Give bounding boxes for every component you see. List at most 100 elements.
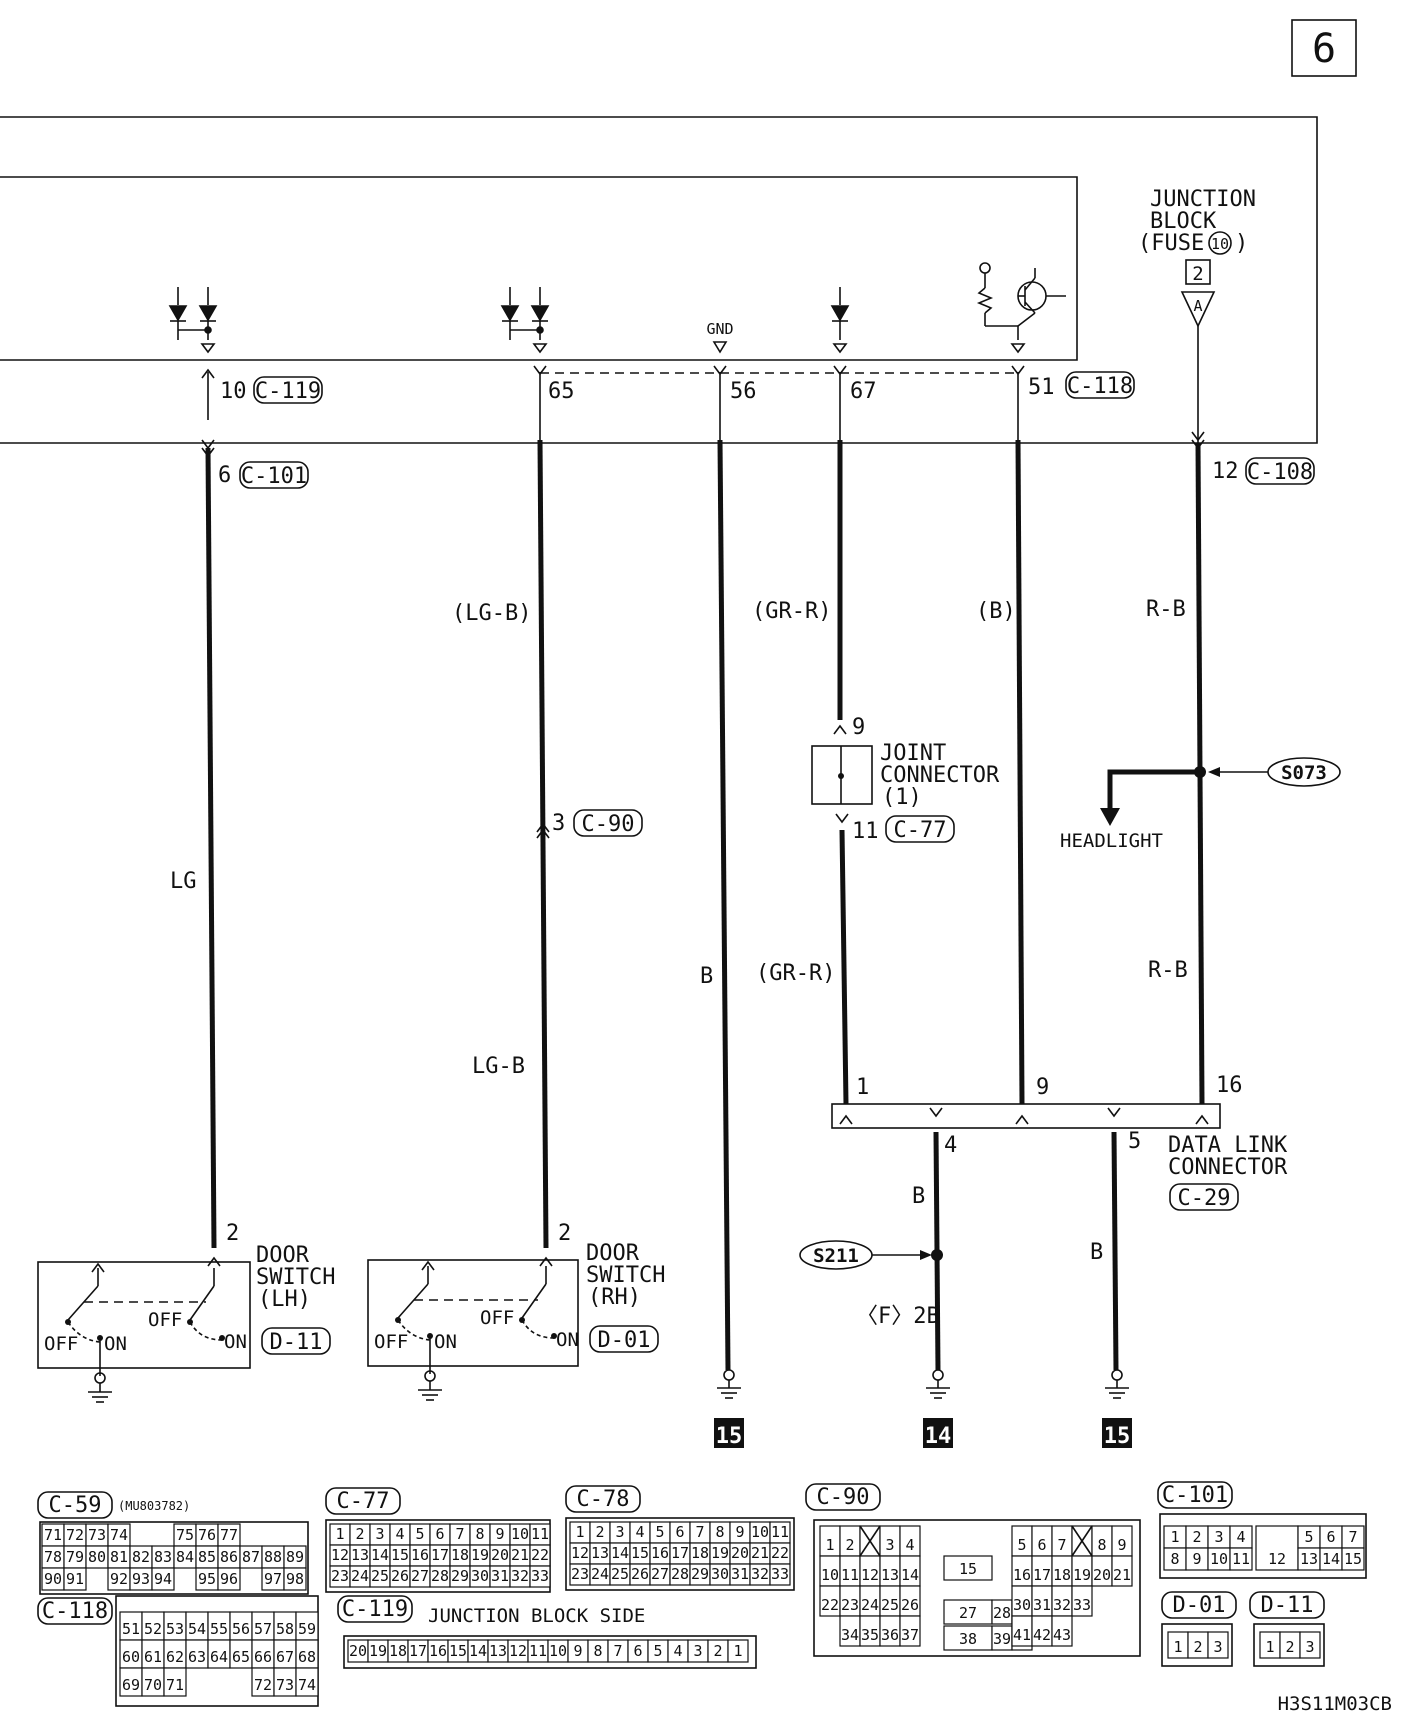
svg-text:13: 13 bbox=[489, 1642, 507, 1660]
svg-text:5: 5 bbox=[1304, 1528, 1313, 1546]
headlight-label: HEADLIGHT bbox=[1060, 830, 1163, 852]
c78-name: C-78 bbox=[565, 1485, 641, 1513]
door-lh-line2: SWITCH bbox=[256, 1265, 335, 1290]
svg-text:8: 8 bbox=[715, 1523, 724, 1541]
svg-text:51: 51 bbox=[122, 1620, 140, 1638]
svg-text:6: 6 bbox=[1037, 1536, 1046, 1554]
svg-text:22: 22 bbox=[821, 1596, 839, 1614]
internal-diodes-lh bbox=[168, 287, 218, 354]
junction-block-line3-end: ) bbox=[1235, 231, 1248, 256]
svg-text:24: 24 bbox=[591, 1565, 609, 1583]
svg-text:12: 12 bbox=[1268, 1550, 1286, 1568]
svg-text:5: 5 bbox=[653, 1642, 662, 1660]
svg-text:4: 4 bbox=[1236, 1528, 1245, 1546]
svg-text:21: 21 bbox=[751, 1544, 769, 1562]
svg-text:3: 3 bbox=[375, 1525, 384, 1543]
svg-text:13: 13 bbox=[591, 1544, 609, 1562]
svg-text:27: 27 bbox=[411, 1567, 429, 1585]
svg-text:7: 7 bbox=[695, 1523, 704, 1541]
svg-text:76: 76 bbox=[198, 1526, 216, 1544]
svg-text:29: 29 bbox=[691, 1565, 709, 1583]
svg-text:27: 27 bbox=[959, 1604, 977, 1622]
splice-s073: S073 bbox=[1194, 757, 1341, 787]
svg-text:8: 8 bbox=[593, 1642, 602, 1660]
internal-gnd: GND bbox=[706, 320, 734, 354]
page-number: 6 bbox=[1291, 19, 1357, 77]
svg-text:11: 11 bbox=[1232, 1550, 1250, 1568]
conn-c119-label: C-119 bbox=[255, 379, 321, 404]
svg-text:18: 18 bbox=[1053, 1566, 1071, 1584]
wire-b-paren-label: (B) bbox=[976, 599, 1016, 624]
svg-text:71: 71 bbox=[166, 1676, 184, 1694]
c119-side: JUNCTION BLOCK SIDE bbox=[428, 1605, 645, 1627]
svg-text:6: 6 bbox=[675, 1523, 684, 1541]
c90-name: C-90 bbox=[805, 1483, 881, 1511]
svg-text:17: 17 bbox=[1033, 1566, 1051, 1584]
top-pins: 10 C-119 65 56 67 51 C-118 bbox=[220, 371, 1135, 404]
svg-text:31: 31 bbox=[1033, 1596, 1051, 1614]
svg-text:C-118: C-118 bbox=[42, 1599, 108, 1624]
svg-text:8: 8 bbox=[1097, 1536, 1106, 1554]
svg-text:32: 32 bbox=[751, 1565, 769, 1583]
dlc-pin-5: 5 bbox=[1128, 1129, 1141, 1154]
svg-text:15: 15 bbox=[1344, 1550, 1362, 1568]
internal-transistor-51 bbox=[976, 262, 1066, 354]
connector-arrows bbox=[201, 365, 1205, 1267]
svg-text:89: 89 bbox=[286, 1548, 304, 1566]
c90-conn-label: C-90 bbox=[582, 812, 635, 837]
svg-text:1: 1 bbox=[825, 1536, 834, 1554]
svg-text:62: 62 bbox=[166, 1648, 184, 1666]
svg-text:20: 20 bbox=[491, 1546, 509, 1564]
svg-text:28: 28 bbox=[993, 1604, 1011, 1622]
svg-text:67: 67 bbox=[276, 1648, 294, 1666]
svg-text:9: 9 bbox=[573, 1642, 582, 1660]
svg-text:7: 7 bbox=[455, 1525, 464, 1543]
svg-text:41: 41 bbox=[1013, 1626, 1031, 1644]
diagram-code: H3S11M03CB bbox=[1278, 1693, 1392, 1715]
svg-text:16: 16 bbox=[411, 1546, 429, 1564]
svg-text:21: 21 bbox=[511, 1546, 529, 1564]
svg-text:57: 57 bbox=[254, 1620, 272, 1638]
svg-text:7: 7 bbox=[613, 1642, 622, 1660]
svg-text:5: 5 bbox=[655, 1523, 664, 1541]
svg-text:15: 15 bbox=[959, 1560, 977, 1578]
svg-text:2: 2 bbox=[1285, 1638, 1294, 1656]
svg-text:29: 29 bbox=[451, 1567, 469, 1585]
svg-text:D-11: D-11 bbox=[1261, 1593, 1314, 1618]
svg-text:32: 32 bbox=[511, 1567, 529, 1585]
svg-text:22: 22 bbox=[771, 1544, 789, 1562]
svg-text:26: 26 bbox=[631, 1565, 649, 1583]
svg-text:97: 97 bbox=[264, 1570, 282, 1588]
svg-text:33: 33 bbox=[1073, 1596, 1091, 1614]
svg-text:6: 6 bbox=[1326, 1528, 1335, 1546]
door-rh-on-b: ON bbox=[556, 1329, 579, 1351]
svg-text:60: 60 bbox=[122, 1648, 140, 1666]
page-number-text: 6 bbox=[1312, 26, 1336, 72]
svg-text:10: 10 bbox=[1210, 1550, 1228, 1568]
svg-text:12: 12 bbox=[861, 1566, 879, 1584]
svg-text:4: 4 bbox=[395, 1525, 404, 1543]
joint-pin-bot: 11 bbox=[852, 819, 879, 844]
door-lh-pin: 2 bbox=[226, 1221, 239, 1246]
svg-text:3: 3 bbox=[1213, 1638, 1222, 1656]
svg-text:6: 6 bbox=[633, 1642, 642, 1660]
svg-text:23: 23 bbox=[331, 1567, 349, 1585]
svg-text:3: 3 bbox=[693, 1642, 702, 1660]
door-lh-on-a: ON bbox=[104, 1333, 127, 1355]
svg-text:35: 35 bbox=[861, 1626, 879, 1644]
wires bbox=[205, 326, 1205, 1371]
svg-text:20: 20 bbox=[1093, 1566, 1111, 1584]
wire-lgb-label: LG-B bbox=[472, 1054, 525, 1079]
door-switch-rh: 2 OFF ON OFF ON DOOR SWITCH (RH) D-01 bbox=[367, 1221, 665, 1401]
ground-15-left-label: 15 bbox=[716, 1424, 743, 1449]
joint-line3: (1) bbox=[882, 785, 922, 810]
conn-d01-label: D-01 bbox=[598, 1328, 651, 1353]
svg-text:C-119: C-119 bbox=[342, 1597, 408, 1622]
svg-text:27: 27 bbox=[651, 1565, 669, 1583]
c101-grid-mid: 12 bbox=[1255, 1525, 1299, 1571]
wire-rb-bot-label: R-B bbox=[1148, 958, 1188, 983]
